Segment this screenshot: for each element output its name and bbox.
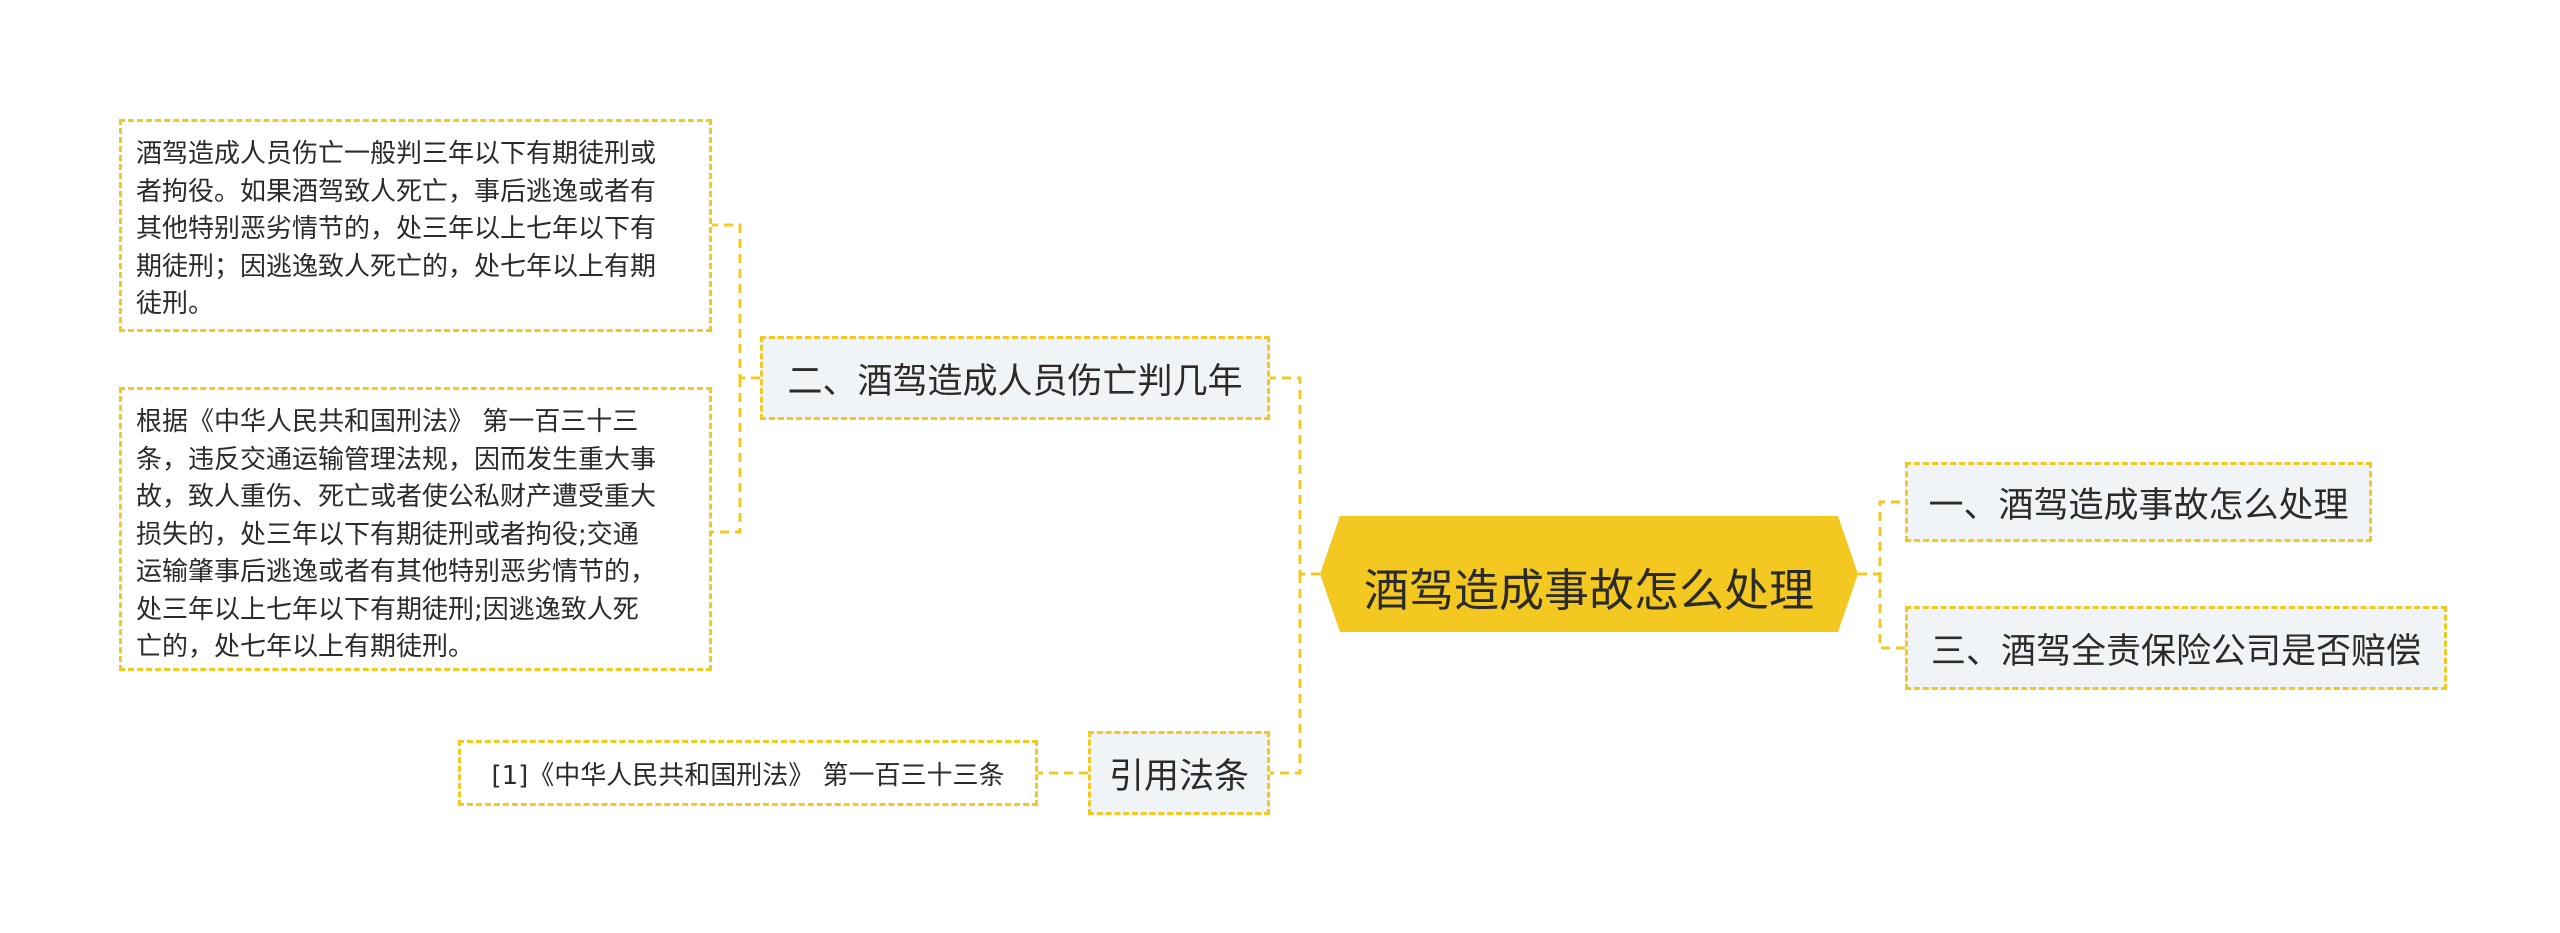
connector-center-to-citation xyxy=(1270,574,1302,775)
connector-center-to-branch-2 xyxy=(1270,376,1320,576)
note-line: 根据《中华人民共和国刑法》 第一百三十三 xyxy=(136,407,639,437)
note-line: 期徒刑；因逃逸致人死亡的，处七年以上有期 xyxy=(136,251,657,282)
central-topic[interactable]: 酒驾造成事故怎么处理 xyxy=(1363,563,1814,617)
note-line: 损失的，处三年以下有期徒刑或者拘役;交通 xyxy=(136,519,639,550)
note-line: 其他特别恶劣情节的，处三年以上七年以下有 xyxy=(136,214,657,244)
note-line: 者拘役。如果酒驾致人死亡，事后逃逸或者有 xyxy=(136,176,657,207)
branch-sentencing[interactable]: 二、酒驾造成人员伤亡判几年 xyxy=(760,336,1270,420)
branch-insurance-compensation[interactable]: 三、酒驾全责保险公司是否赔偿 xyxy=(1905,606,2447,690)
note-line: 酒驾造成人员伤亡一般判三年以下有期徒刑或 xyxy=(136,139,657,169)
note-line: 故，致人重伤、死亡或者使公私财产遭受重大 xyxy=(136,482,657,512)
note-citation: [1]《中华人民共和国刑法》 第一百三十三条 xyxy=(458,740,1038,806)
connector-branch-2-to-details xyxy=(712,223,760,380)
note-line: 徒刑。 xyxy=(136,289,215,319)
branch-cited-law[interactable]: 引用法条 xyxy=(1088,731,1270,815)
note-line: 处三年以上七年以下有期徒刑;因逃逸致人死 xyxy=(136,594,639,625)
branch-handling[interactable]: 一、酒驾造成事故怎么处理 xyxy=(1905,462,2372,542)
connector-branch-2-to-detail-2 xyxy=(712,378,742,534)
note-line: 条，违反交通运输管理法规，因而发生重大事 xyxy=(136,444,657,475)
note-criminal-law-article: 根据《中华人民共和国刑法》 第一百三十三 条，违反交通运输管理法规，因而发生重大… xyxy=(119,387,712,671)
note-line: 亡的，处七年以上有期徒刑。 xyxy=(136,632,475,662)
connector-center-to-branch-3 xyxy=(1878,574,1905,650)
note-line: 运输肇事后逃逸或者有其他特别恶劣情节的， xyxy=(136,557,657,587)
note-sentencing-summary: 酒驾造成人员伤亡一般判三年以下有期徒刑或 者拘役。如果酒驾致人死亡，事后逃逸或者… xyxy=(119,119,712,332)
connector-center-to-branch-1 xyxy=(1858,500,1905,576)
